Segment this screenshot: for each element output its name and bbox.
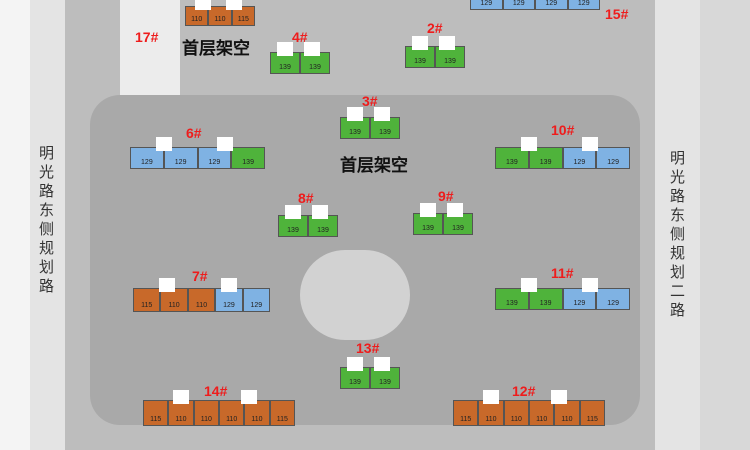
stair-core	[483, 390, 499, 404]
stair-core	[581, 137, 598, 151]
left-road	[30, 0, 65, 450]
unit-area: 110	[528, 400, 555, 426]
unit-area: 110	[185, 6, 209, 26]
unit-area: 110	[208, 6, 232, 26]
unit-area: 129	[596, 147, 630, 169]
unit-area: 139	[495, 288, 529, 310]
unit-area: 129	[130, 147, 164, 169]
unit-area: 129	[562, 147, 597, 169]
unit-area: 115	[143, 400, 169, 426]
unit-area: 139	[278, 215, 308, 237]
stair-core	[241, 390, 258, 404]
unit-area: 129	[197, 147, 232, 169]
stair-core	[420, 203, 436, 217]
unit-area: 129	[163, 147, 198, 169]
building-label: 8#	[298, 190, 314, 206]
unit-area: 129	[470, 0, 503, 10]
stair-core	[194, 0, 211, 10]
unit-area: 129	[567, 0, 600, 10]
central-plaza	[300, 250, 410, 340]
unit-area: 139	[308, 215, 338, 237]
unit-area: 115	[133, 288, 161, 312]
stair-core	[155, 137, 172, 151]
stair-core	[285, 205, 301, 219]
left-sidewalk	[0, 0, 30, 450]
unit-area: 110	[218, 400, 245, 426]
unit-area: 129	[535, 0, 568, 10]
unit-area: 139	[270, 52, 300, 74]
building-label: 10#	[551, 122, 575, 138]
unit-area: 115	[231, 6, 255, 26]
building-label: 15#	[605, 6, 629, 22]
unit-area: 129	[562, 288, 597, 310]
building-label: 6#	[186, 125, 202, 141]
unit-area: 115	[579, 400, 605, 426]
building-label: 4#	[292, 29, 308, 45]
stair-core	[159, 278, 176, 292]
stair-core	[347, 107, 363, 121]
stair-core	[347, 357, 363, 371]
stair-core	[220, 278, 237, 292]
unit-area: 139	[495, 147, 529, 169]
building-label: 17#	[135, 29, 159, 45]
stair-core	[374, 107, 390, 121]
plot-17	[120, 0, 180, 95]
unit-area: 110	[187, 288, 216, 312]
stair-core	[581, 278, 598, 292]
building-label: 2#	[427, 20, 443, 36]
stair-core	[312, 205, 328, 219]
unit-area: 129	[596, 288, 630, 310]
stair-core	[226, 0, 242, 10]
stair-core	[374, 357, 390, 371]
stair-core	[520, 278, 537, 292]
building-label: 13#	[356, 340, 380, 356]
building-label: 7#	[192, 268, 208, 284]
building-label: 9#	[438, 188, 454, 204]
right-road	[655, 0, 700, 450]
building-label: 3#	[362, 93, 378, 109]
building-label: 11#	[551, 265, 574, 281]
stair-core	[447, 203, 463, 217]
stair-core	[277, 42, 293, 56]
unit-area: 110	[503, 400, 529, 426]
building-label: 14#	[204, 383, 228, 399]
building-label: 12#	[512, 383, 536, 399]
unit-area: 139	[528, 147, 563, 169]
left-road-name: 明光路东侧规划路	[37, 145, 55, 297]
unit-area: 110	[193, 400, 219, 426]
unit-area: 139	[528, 288, 563, 310]
stair-core	[551, 390, 568, 404]
stilt-floor-note: 首层架空	[340, 156, 408, 176]
stair-core	[173, 390, 189, 404]
right-block	[700, 0, 750, 450]
unit-area: 115	[269, 400, 295, 426]
stair-core	[439, 36, 455, 50]
stair-core	[520, 137, 537, 151]
stair-core	[304, 42, 320, 56]
stair-core	[216, 137, 233, 151]
stair-core	[412, 36, 428, 50]
unit-area: 129	[242, 288, 271, 312]
stilt-floor-note: 首层架空	[182, 39, 250, 59]
unit-area: 139	[231, 147, 265, 169]
unit-area: 129	[502, 0, 535, 10]
right-road-name: 明光路东侧规划二路	[668, 150, 686, 321]
unit-area: 115	[453, 400, 479, 426]
